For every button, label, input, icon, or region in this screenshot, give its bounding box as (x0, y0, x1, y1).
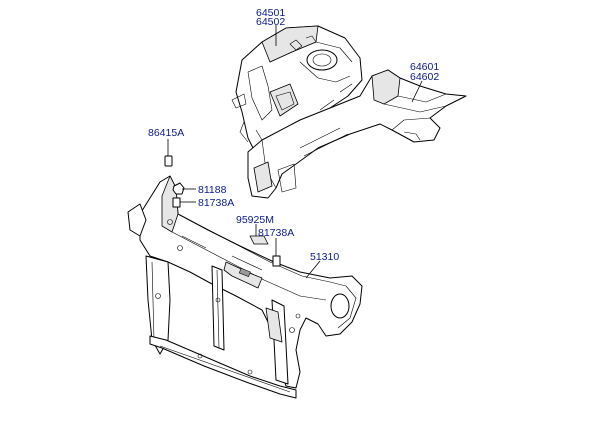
label-64501[interactable]: 64501 (256, 7, 285, 19)
label-81188[interactable]: 81188 (198, 184, 227, 196)
fasteners (164, 155, 281, 267)
bolt-81738A-part (172, 197, 181, 208)
leader-lines (167, 25, 423, 279)
front-apron-assembly (231, 25, 363, 151)
label-51310[interactable]: 51310 (310, 251, 339, 263)
label-95925M[interactable]: 95925M (236, 214, 274, 226)
front-end-module (127, 175, 363, 399)
clip-86415A-part (164, 155, 173, 167)
front-side-member (247, 69, 467, 199)
label-81738A-lower[interactable]: 81738A (258, 227, 294, 239)
part-number-labels: 64501 64502 64601 64602 86415A 81188 817… (148, 7, 439, 263)
bolt-81738A-part-2 (272, 255, 281, 267)
label-64602[interactable]: 64602 (410, 71, 439, 83)
nut-81188-part (172, 182, 185, 195)
label-95925M-part (249, 235, 269, 245)
label-64601[interactable]: 64601 (410, 61, 439, 73)
label-86415A[interactable]: 86415A (148, 127, 184, 139)
label-64502[interactable]: 64502 (256, 16, 285, 28)
label-81738A-upper[interactable]: 81738A (198, 197, 234, 209)
